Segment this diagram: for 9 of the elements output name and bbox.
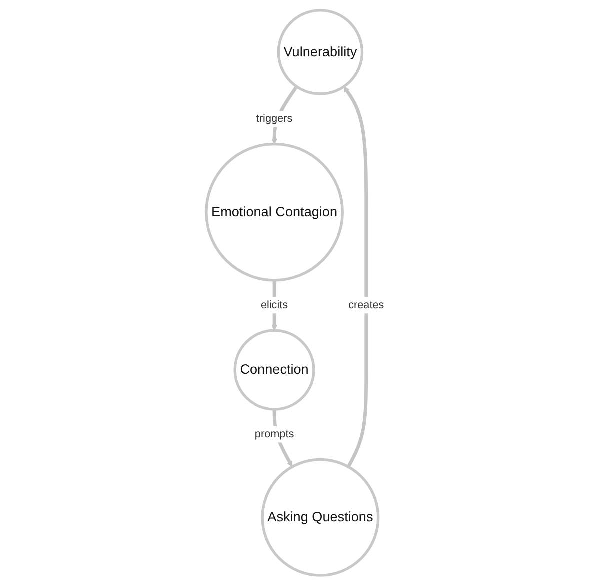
- edge-label: prompts: [254, 428, 294, 440]
- arrow: [344, 86, 368, 468]
- node-circle: Connection: [233, 329, 315, 411]
- edge-label: triggers: [256, 113, 292, 125]
- edge-label: elicits: [260, 299, 288, 312]
- node-circle: Emotional Contagion: [204, 142, 344, 282]
- edge-label: creates: [348, 299, 384, 312]
- node-circle: Asking Questions: [260, 458, 380, 577]
- node-circle: Vulnerability: [276, 9, 364, 96]
